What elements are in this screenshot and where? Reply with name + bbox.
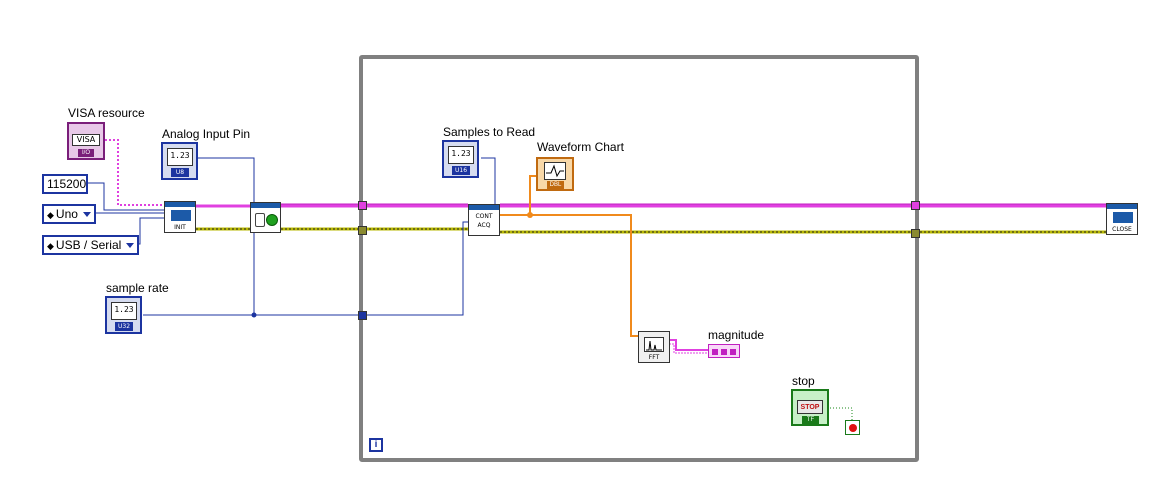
wire-junction	[527, 212, 533, 218]
fft-icon	[646, 340, 662, 351]
type-tag: U8	[171, 168, 189, 177]
ring-increment-icon: ◆	[47, 210, 54, 220]
stop-button-face: STOP	[797, 400, 823, 414]
magnitude-wire[interactable]	[669, 339, 709, 354]
board-type-ring[interactable]: ◆Uno	[42, 204, 96, 224]
arduino-continuous-acquisition-subvi[interactable]: CONT ACQ	[468, 204, 500, 236]
stop-type-tag: TF	[802, 416, 819, 424]
waveform-chart-label: Waveform Chart	[537, 140, 624, 154]
analog-input-pin-label: Analog Input Pin	[162, 127, 251, 141]
error-wire[interactable]	[196, 227, 1106, 234]
subvi-text: FFT	[648, 354, 660, 361]
fft-spectrum-subvi[interactable]: FFT	[638, 331, 670, 363]
magnitude-label: magnitude	[708, 328, 765, 342]
subvi-text: INIT	[174, 224, 186, 231]
waveform-wire[interactable]	[500, 175, 640, 337]
visa-tunnel-right[interactable]	[911, 201, 920, 210]
connection-type-ring[interactable]: ◆USB / Serial	[42, 235, 140, 255]
visa-resource-control[interactable]: VISA I/O	[67, 122, 105, 160]
while-loop[interactable]	[359, 55, 919, 462]
error-tunnel-left[interactable]	[358, 226, 367, 235]
visa-wire[interactable]	[105, 139, 1106, 208]
visa-resource-type: I/O	[78, 149, 94, 157]
sample-rate-label: sample rate	[106, 281, 169, 295]
arduino-logo	[469, 205, 499, 210]
board-icon	[1113, 212, 1133, 223]
visa-tunnel-left[interactable]	[358, 201, 367, 210]
analog-input-pin-control[interactable]: 1.23 U8	[161, 142, 198, 180]
stop-condition-icon	[849, 424, 857, 432]
baud-rate-constant[interactable]: 115200	[42, 174, 88, 194]
numeric-display: 1.23	[111, 302, 137, 320]
type-tag: U32	[115, 322, 133, 331]
error-tunnel-right[interactable]	[911, 229, 920, 238]
wire-junction	[251, 312, 257, 318]
type-tag: U16	[452, 166, 470, 175]
samples-to-read-control[interactable]: 1.23 U16	[442, 140, 479, 178]
board-icon	[171, 210, 191, 221]
sample-rate-tunnel[interactable]	[358, 311, 367, 320]
led-icon	[266, 214, 278, 226]
samples-to-read-label: Samples to Read	[443, 125, 536, 139]
chart-type-tag: DBL	[547, 181, 564, 189]
waveform-chart-indicator[interactable]: DBL	[536, 157, 574, 191]
sample-rate-control[interactable]: 1.23 U32	[105, 296, 142, 334]
magnitude-indicator[interactable]	[708, 344, 740, 358]
numeric-display: 1.23	[167, 148, 193, 166]
connection-type-value: USB / Serial	[55, 238, 122, 252]
board-type-value: Uno	[55, 207, 78, 221]
ring-increment-icon: ◆	[47, 241, 54, 251]
arduino-pin-mode-subvi[interactable]	[250, 202, 281, 233]
subvi-text: CLOSE	[1112, 226, 1132, 233]
visa-resource-display: VISA	[72, 134, 100, 146]
visa-resource-label: VISA resource	[68, 106, 145, 120]
arduino-logo	[251, 203, 280, 208]
waveform-icon	[546, 164, 564, 178]
chevron-down-icon	[82, 212, 91, 218]
iteration-terminal: i	[369, 438, 383, 452]
numeric-display: 1.23	[448, 146, 474, 164]
chevron-down-icon	[126, 243, 135, 249]
subvi-text-line2: ACQ	[477, 222, 491, 229]
stop-label: stop	[792, 374, 815, 388]
arduino-init-subvi[interactable]: INIT	[164, 201, 196, 233]
subvi-text-line1: CONT	[475, 213, 493, 220]
loop-condition-terminal[interactable]	[845, 420, 860, 435]
spectrum-icon	[644, 337, 664, 352]
pin-icon	[255, 213, 265, 227]
stop-button-control[interactable]: STOP TF	[791, 389, 829, 426]
chart-icon	[544, 162, 566, 180]
boolean-wire[interactable]	[827, 407, 853, 420]
arduino-logo	[165, 202, 195, 207]
cluster-icon	[712, 349, 736, 355]
arduino-close-subvi[interactable]: CLOSE	[1106, 203, 1138, 235]
arduino-logo	[1107, 204, 1137, 209]
